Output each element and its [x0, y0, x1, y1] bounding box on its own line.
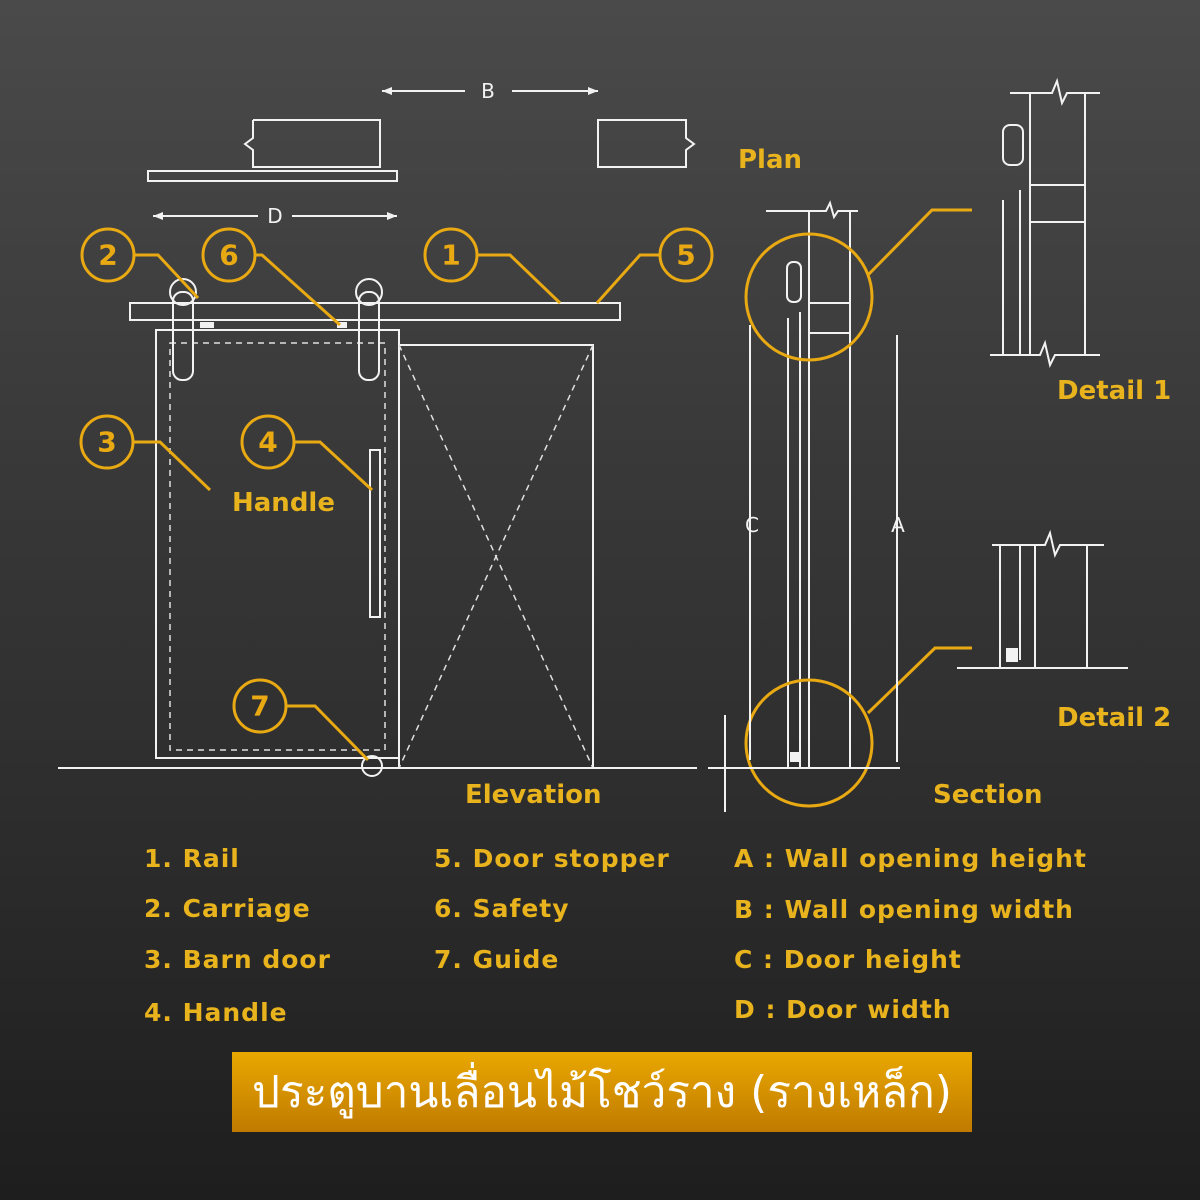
legend-dim: B : Wall opening width [734, 895, 1074, 924]
legend-dim: D : Door width [734, 995, 952, 1024]
guide [361, 755, 383, 777]
dim-a-label: A [891, 513, 905, 537]
legend-item: 5. Door stopper [434, 844, 670, 873]
detail-2-label: Detail 2 [1057, 703, 1171, 733]
dim-c-label: C [745, 513, 759, 537]
callouts: 1 2 3 4 5 6 7 [79, 227, 714, 762]
callout-2: 2 [98, 239, 117, 272]
callout-1: 1 [441, 239, 460, 272]
legend-item: 1. Rail [144, 844, 240, 873]
legend-item: 6. Safety [434, 894, 570, 923]
callout-4: 4 [258, 426, 277, 459]
callout-3: 3 [97, 426, 116, 459]
title-text: ประตูบานเลื่อนไม้โชว์ราง (รางเหล็ก) [252, 1067, 952, 1118]
handle-label: Handle [232, 488, 335, 518]
legend-item: 4. Handle [144, 998, 288, 1027]
dim-b-label: B [481, 79, 495, 103]
elevation-label: Elevation [465, 780, 602, 810]
handle [369, 449, 381, 618]
callout-7: 7 [250, 690, 269, 723]
dim-d-label: D [267, 204, 282, 228]
plan-view: B D Plan [147, 79, 802, 228]
carriage-right [355, 278, 383, 381]
barn-door [155, 329, 400, 759]
legend-item: 3. Barn door [144, 945, 331, 974]
legend-item: 2. Carriage [144, 894, 311, 923]
legend-dim: A : Wall opening height [734, 844, 1087, 873]
title-banner: ประตูบานเลื่อนไม้โชว์ราง (รางเหล็ก) [232, 1052, 972, 1132]
detail-1: Detail 1 [990, 77, 1171, 406]
carriage-left [169, 278, 197, 381]
rail [129, 302, 621, 321]
detail-1-label: Detail 1 [1057, 376, 1171, 406]
legend: 1. Rail 2. Carriage 3. Barn door 4. Hand… [144, 844, 1087, 1027]
callout-6: 6 [219, 239, 238, 272]
callout-5: 5 [676, 239, 695, 272]
legend-item: 7. Guide [434, 945, 559, 974]
detail-2: Detail 2 [957, 529, 1171, 733]
legend-dim: C : Door height [734, 945, 962, 974]
plan-label: Plan [738, 145, 802, 175]
elevation-view: Handle Elevation [58, 278, 697, 810]
section-label: Section [933, 780, 1042, 810]
section-view: C A Section [708, 200, 1042, 812]
